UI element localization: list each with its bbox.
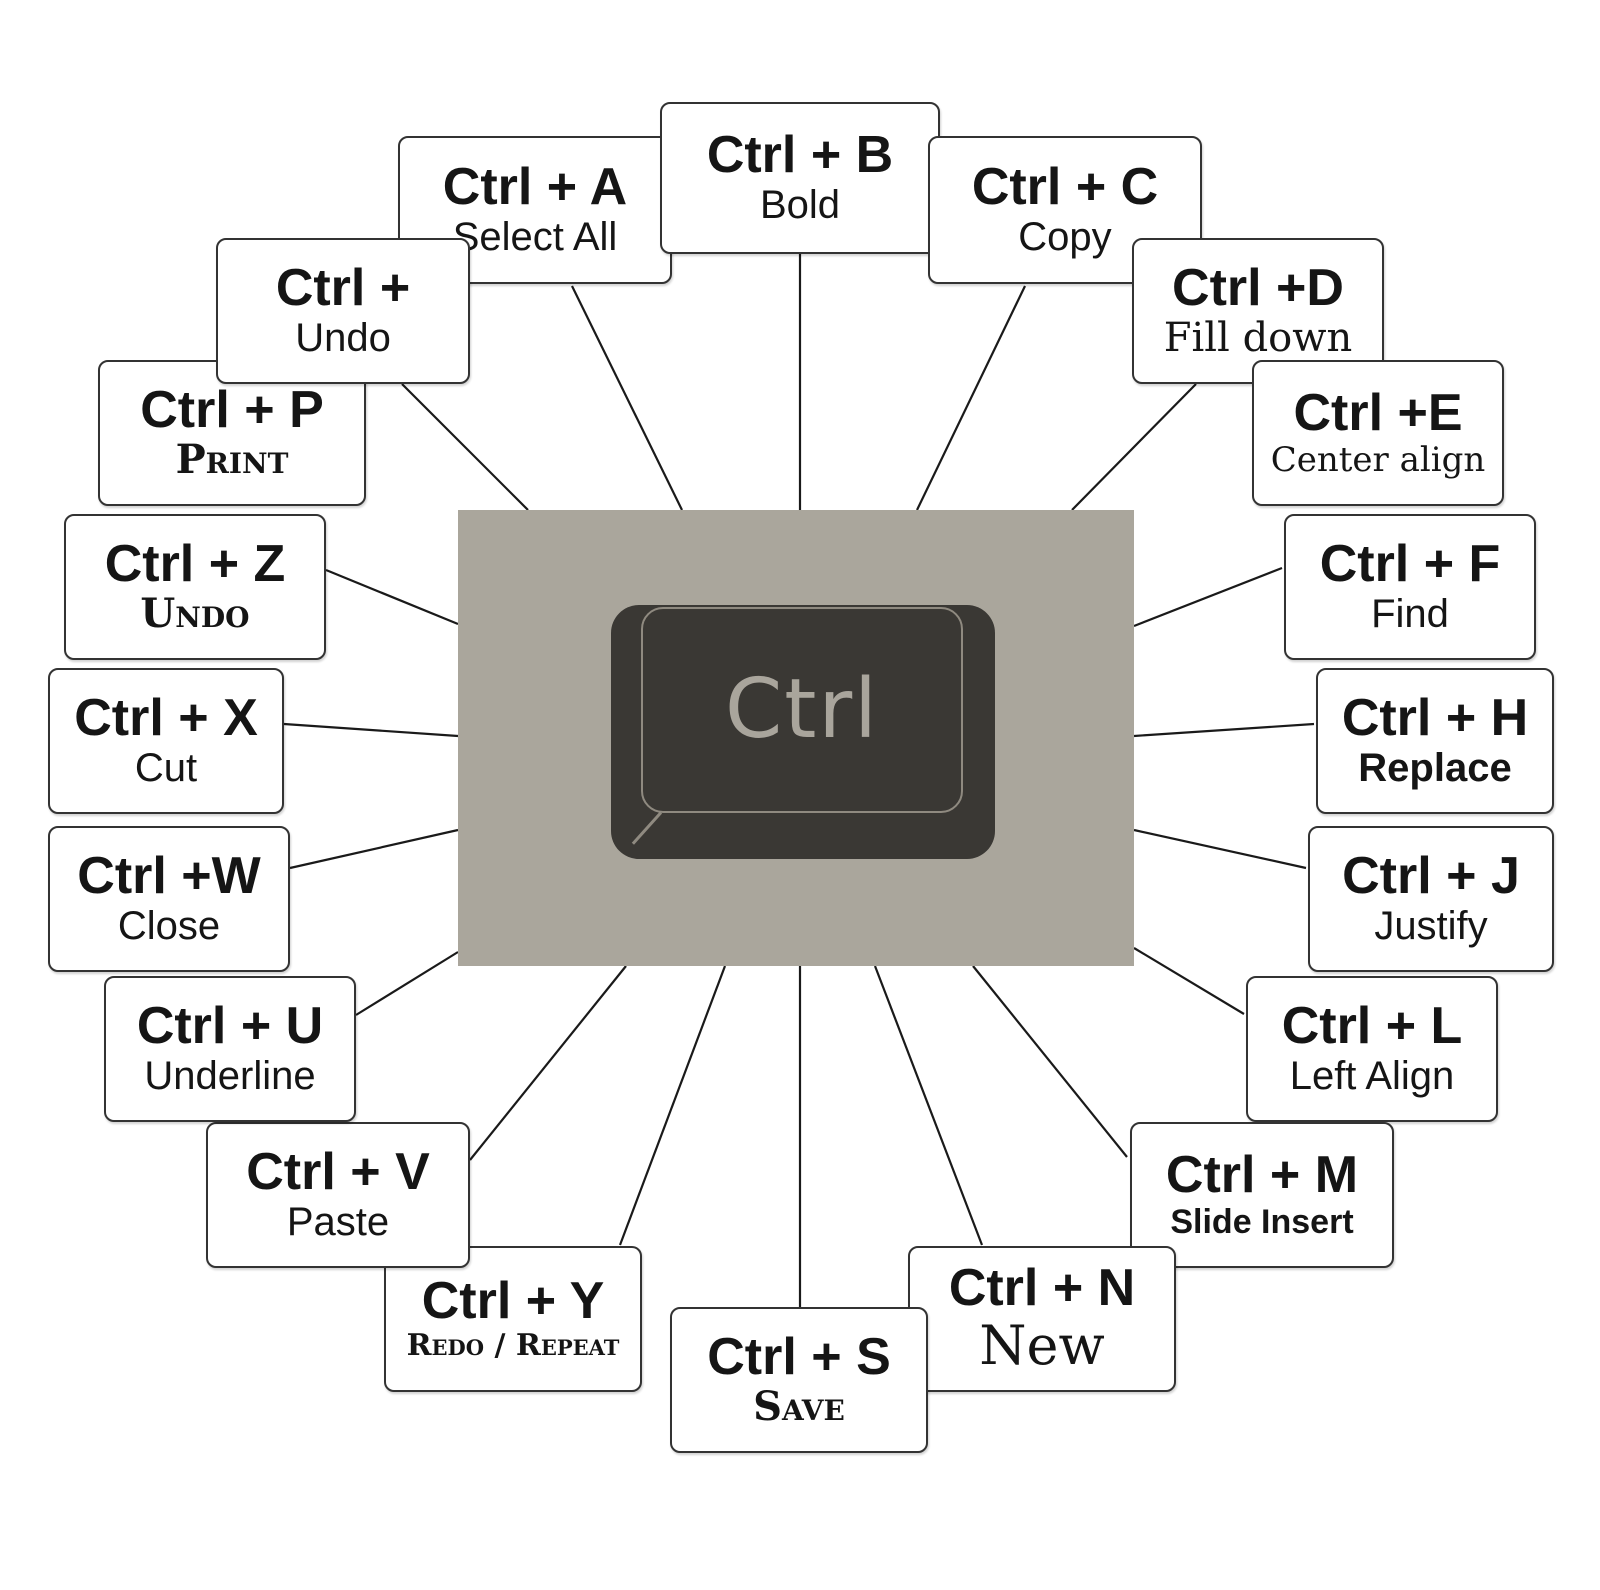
shortcut-action: Select All xyxy=(452,215,618,260)
shortcut-box-x: Ctrl + X Cut xyxy=(48,668,284,814)
ctrl-key-top: Ctrl xyxy=(641,607,963,813)
ctrl-key-icon: Ctrl xyxy=(611,605,995,859)
ctrl-key-panel: Ctrl xyxy=(458,510,1134,966)
shortcut-action: Copy xyxy=(1018,215,1112,260)
shortcut-box-v: Ctrl + V Paste xyxy=(206,1122,470,1268)
connector-c xyxy=(916,285,1026,511)
shortcut-box-j: Ctrl + J Justify xyxy=(1308,826,1554,972)
shortcut-box-h: Ctrl + H Replace xyxy=(1316,668,1554,814)
shortcut-box-e: Ctrl +E Center align xyxy=(1252,360,1504,506)
shortcut-action: New xyxy=(979,1314,1105,1378)
shortcut-keys: Ctrl + V xyxy=(246,1142,430,1201)
connector-m xyxy=(972,965,1128,1158)
shortcut-keys: Ctrl + M xyxy=(1165,1146,1359,1205)
shortcut-box-y: Ctrl + Y Redo / Repeat xyxy=(384,1246,642,1392)
shortcut-box-p: Ctrl + P Print xyxy=(98,360,366,506)
shortcut-box-l: Ctrl + L Left Align xyxy=(1246,976,1498,1122)
shortcut-keys: Ctrl + N xyxy=(948,1258,1136,1317)
shortcut-action: Bold xyxy=(759,183,841,228)
shortcut-keys: Ctrl + Y xyxy=(421,1272,605,1331)
connector-d xyxy=(1071,383,1197,511)
connector-h xyxy=(1133,722,1315,738)
connector-y xyxy=(618,965,727,1246)
connector-z xyxy=(325,568,459,626)
shortcut-keys: Ctrl +W xyxy=(77,846,261,905)
shortcut-box-z: Ctrl + Z Undo xyxy=(64,514,326,660)
shortcut-action: Undo xyxy=(295,316,391,361)
connector-w xyxy=(289,828,459,870)
shortcut-action: Print xyxy=(175,436,289,484)
shortcut-action: Close xyxy=(117,904,221,949)
shortcut-box-d: Ctrl +D Fill down xyxy=(1132,238,1384,384)
shortcut-box-undo2: Ctrl + Undo xyxy=(216,238,470,384)
shortcut-box-n: Ctrl + N New xyxy=(908,1246,1176,1392)
connector-u xyxy=(355,951,459,1016)
shortcut-action: Undo xyxy=(140,590,250,638)
connector-f xyxy=(1133,566,1283,628)
connector-undo2 xyxy=(401,383,529,511)
shortcut-keys: Ctrl + Z xyxy=(104,534,286,593)
shortcut-keys: Ctrl + P xyxy=(140,380,324,439)
shortcut-keys: Ctrl + U xyxy=(136,996,324,1055)
connector-x xyxy=(283,722,459,738)
connector-l xyxy=(1133,947,1245,1015)
shortcut-keys: Ctrl + C xyxy=(971,157,1159,216)
shortcut-keys: Ctrl + xyxy=(275,258,411,317)
connector-j xyxy=(1133,828,1307,870)
shortcut-box-w: Ctrl +W Close xyxy=(48,826,290,972)
shortcut-keys: Ctrl + F xyxy=(1319,534,1501,593)
shortcut-keys: Ctrl + X xyxy=(74,688,258,747)
shortcut-box-u: Ctrl + U Underline xyxy=(104,976,356,1122)
shortcut-box-m: Ctrl + M Slide Insert xyxy=(1130,1122,1394,1268)
connector-a xyxy=(571,285,683,511)
shortcut-action: Center align xyxy=(1270,439,1486,480)
shortcut-action: Fill down xyxy=(1163,315,1353,362)
shortcut-action: Save xyxy=(753,1383,845,1431)
shortcut-keys: Ctrl + L xyxy=(1281,996,1463,1055)
shortcut-keys: Ctrl + H xyxy=(1341,688,1529,747)
shortcut-action: Slide Insert xyxy=(1170,1202,1354,1241)
shortcut-action: Paste xyxy=(286,1200,390,1245)
connector-n xyxy=(873,965,984,1246)
shortcut-action: Cut xyxy=(134,746,198,791)
shortcut-keys: Ctrl + J xyxy=(1342,846,1520,905)
shortcut-action: Justify xyxy=(1374,904,1488,949)
connector-v xyxy=(469,965,627,1161)
shortcut-box-f: Ctrl + F Find xyxy=(1284,514,1536,660)
shortcut-keys: Ctrl +E xyxy=(1293,384,1463,443)
shortcut-keys: Ctrl +D xyxy=(1172,258,1344,317)
shortcut-box-s: Ctrl + S Save xyxy=(670,1307,928,1453)
shortcut-action: Replace xyxy=(1358,746,1512,791)
shortcut-box-b: Ctrl + B Bold xyxy=(660,102,940,254)
shortcut-keys: Ctrl + A xyxy=(442,157,628,216)
shortcut-keys: Ctrl + B xyxy=(706,125,894,184)
shortcut-keys: Ctrl + S xyxy=(707,1327,891,1386)
ctrl-key-bevel xyxy=(631,811,663,845)
shortcut-action: Left Align xyxy=(1289,1054,1455,1099)
shortcut-action: Redo / Repeat xyxy=(406,1328,620,1364)
ctrl-key-label: Ctrl xyxy=(725,662,879,757)
shortcut-action: Underline xyxy=(144,1054,316,1099)
shortcut-action: Find xyxy=(1371,592,1449,637)
